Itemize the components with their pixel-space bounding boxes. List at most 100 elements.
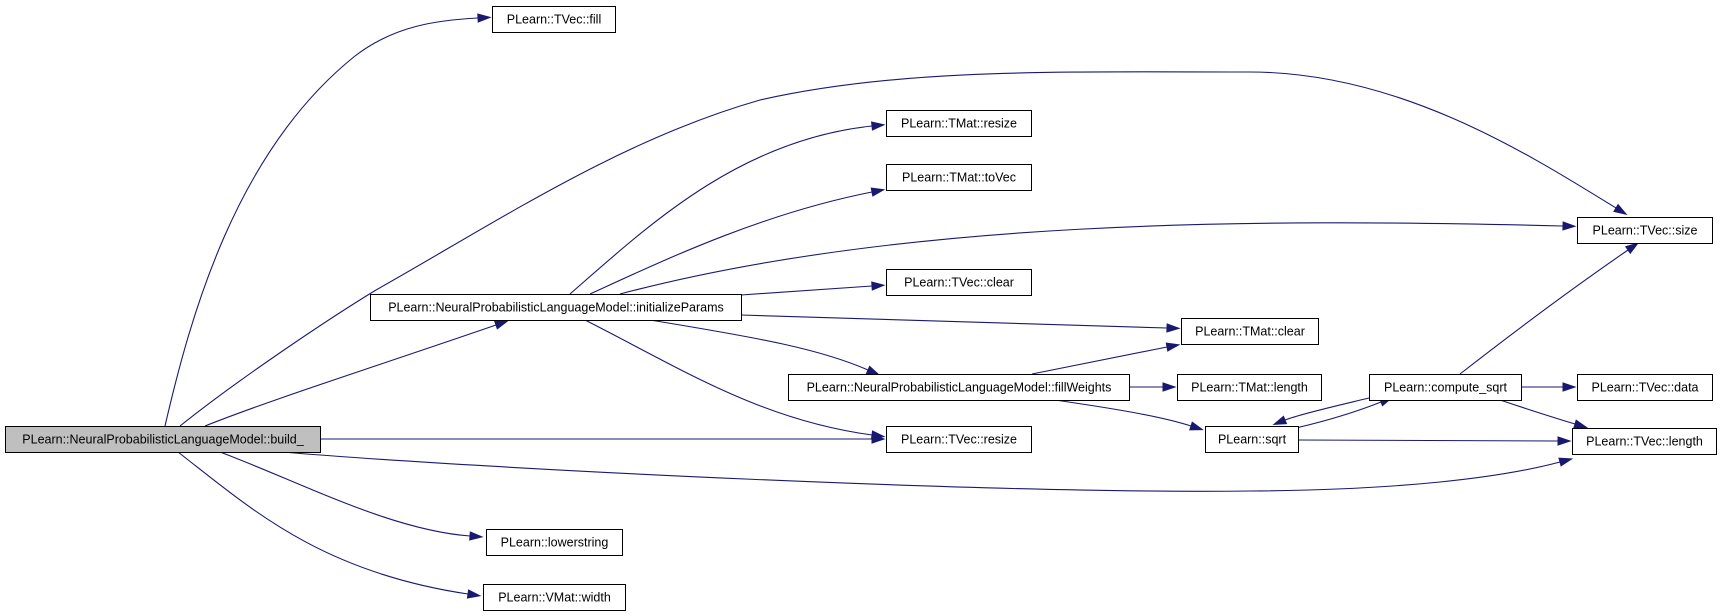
edge-build_-to-tvec_fill	[164, 13, 492, 427]
node-fillweights[interactable]: PLearn::NeuralProbabilisticLanguageModel…	[788, 374, 1130, 401]
edge-fillweights-to-tmat_length	[1129, 382, 1177, 392]
node-tmat-resize[interactable]: PLearn::TMat::resize	[886, 110, 1032, 137]
arrowhead	[1573, 419, 1589, 429]
edge-build_-to-tvec_size	[179, 71, 1628, 427]
node-label: PLearn::TVec::size	[1593, 224, 1698, 238]
node-sqrt[interactable]: PLearn::sqrt	[1205, 426, 1299, 453]
node-box	[1577, 374, 1713, 401]
edge-line	[219, 451, 471, 537]
arrowhead	[477, 13, 492, 23]
edge-fillweights-to-sqrt	[1054, 399, 1204, 431]
node-label: PLearn::compute_sqrt	[1384, 381, 1508, 395]
node-tvec-resize[interactable]: PLearn::TVec::resize	[886, 426, 1032, 453]
edge-build_-to-initparams	[204, 320, 509, 427]
edge-line	[281, 451, 1561, 492]
arrowhead	[870, 187, 886, 197]
node-vmat-width[interactable]: PLearn::VMat::width	[483, 584, 626, 611]
edge-initparams-to-tvec_size	[619, 221, 1577, 295]
arrowhead	[1558, 457, 1574, 467]
edge-build_-to-tvec_resize	[320, 434, 886, 444]
node-tmat-clear[interactable]: PLearn::TMat::clear	[1181, 318, 1319, 345]
node-tvec-length[interactable]: PLearn::TVec::length	[1572, 428, 1717, 455]
arrowhead	[1272, 415, 1288, 426]
edge-build_-to-lowerstring	[219, 451, 484, 541]
arrowhead	[871, 281, 886, 291]
nodes-layer: PLearn::NeuralProbabilisticLanguageModel…	[5, 6, 1717, 611]
edge-initparams-to-tmat_tovec	[589, 187, 886, 295]
node-box	[370, 294, 742, 321]
node-box	[1181, 318, 1319, 345]
node-tvec-fill[interactable]: PLearn::TVec::fill	[492, 6, 616, 33]
arrowhead	[865, 365, 881, 376]
node-label: PLearn::lowerstring	[501, 536, 609, 550]
node-label: PLearn::NeuralProbabilisticLanguageModel…	[807, 381, 1112, 395]
node-lowerstring[interactable]: PLearn::lowerstring	[486, 529, 623, 556]
node-tmat-tovec[interactable]: PLearn::TMat::toVec	[886, 164, 1032, 191]
node-box	[1205, 426, 1299, 453]
node-label: PLearn::TVec::data	[1591, 381, 1698, 395]
edge-initparams-to-tvec_clear	[740, 281, 886, 296]
arrowhead	[466, 589, 482, 599]
node-label: PLearn::TVec::fill	[507, 13, 602, 27]
edge-line	[1295, 401, 1382, 429]
edges-layer	[164, 13, 1640, 599]
arrowhead	[493, 320, 509, 330]
arrowhead	[871, 121, 886, 131]
arrowhead	[1613, 203, 1628, 216]
edge-line	[619, 222, 1564, 295]
node-compute-sqrt[interactable]: PLearn::compute_sqrt	[1369, 374, 1522, 401]
node-tvec-clear[interactable]: PLearn::TVec::clear	[886, 269, 1032, 296]
node-box	[5, 426, 321, 453]
node-label: PLearn::sqrt	[1218, 433, 1287, 447]
node-box	[486, 529, 623, 556]
node-box	[886, 110, 1032, 137]
node-box	[886, 426, 1032, 453]
node-tmat-length[interactable]: PLearn::TMat::length	[1177, 374, 1322, 401]
edge-build_-to-vmat_width	[177, 451, 482, 599]
edge-line	[740, 285, 873, 296]
node-label: PLearn::TVec::clear	[904, 276, 1014, 290]
edge-line	[1499, 399, 1576, 425]
node-initparams[interactable]: PLearn::NeuralProbabilisticLanguageModel…	[370, 294, 742, 321]
edge-compute_sqrt-to-tvec_size	[1459, 242, 1640, 375]
node-box	[788, 374, 1130, 401]
edge-line	[179, 71, 1617, 427]
node-box	[492, 6, 616, 33]
edge-initparams-to-tmat_resize	[569, 121, 886, 295]
edge-line	[177, 451, 469, 595]
node-box	[483, 584, 626, 611]
edge-line	[204, 324, 497, 427]
edge-fillweights-to-tmat_clear	[1031, 342, 1181, 375]
edge-line	[740, 314, 1168, 329]
node-label: PLearn::VMat::width	[498, 591, 611, 605]
arrowhead	[1189, 421, 1204, 431]
node-tvec-data[interactable]: PLearn::TVec::data	[1577, 374, 1713, 401]
node-label: PLearn::TVec::resize	[901, 433, 1017, 447]
edge-line	[164, 17, 479, 427]
edge-line	[649, 319, 869, 371]
node-box	[886, 269, 1032, 296]
edge-line	[584, 319, 873, 436]
edge-initparams-to-tvec_resize	[584, 319, 886, 440]
edge-line	[1054, 399, 1192, 427]
node-box	[1572, 428, 1717, 455]
node-tvec-size[interactable]: PLearn::TVec::size	[1577, 217, 1713, 244]
edge-line	[589, 191, 873, 295]
node-label: PLearn::TMat::length	[1191, 381, 1308, 395]
node-label: PLearn::TMat::clear	[1195, 325, 1305, 339]
node-label: PLearn::NeuralProbabilisticLanguageModel…	[388, 301, 724, 315]
arrowhead	[1562, 382, 1577, 392]
edge-compute_sqrt-to-tvec_data	[1521, 382, 1577, 392]
node-build-[interactable]: PLearn::NeuralProbabilisticLanguageModel…	[5, 426, 321, 453]
arrowhead	[1557, 436, 1572, 446]
node-label: PLearn::NeuralProbabilisticLanguageModel…	[22, 433, 304, 447]
node-box	[1577, 217, 1713, 244]
node-box	[886, 164, 1032, 191]
edge-build_-to-tvec_length	[281, 451, 1574, 492]
arrowhead	[1166, 323, 1181, 333]
edge-line	[1297, 439, 1559, 442]
edge-line	[1459, 249, 1629, 375]
arrowhead	[469, 531, 484, 541]
arrowhead	[1624, 242, 1640, 255]
